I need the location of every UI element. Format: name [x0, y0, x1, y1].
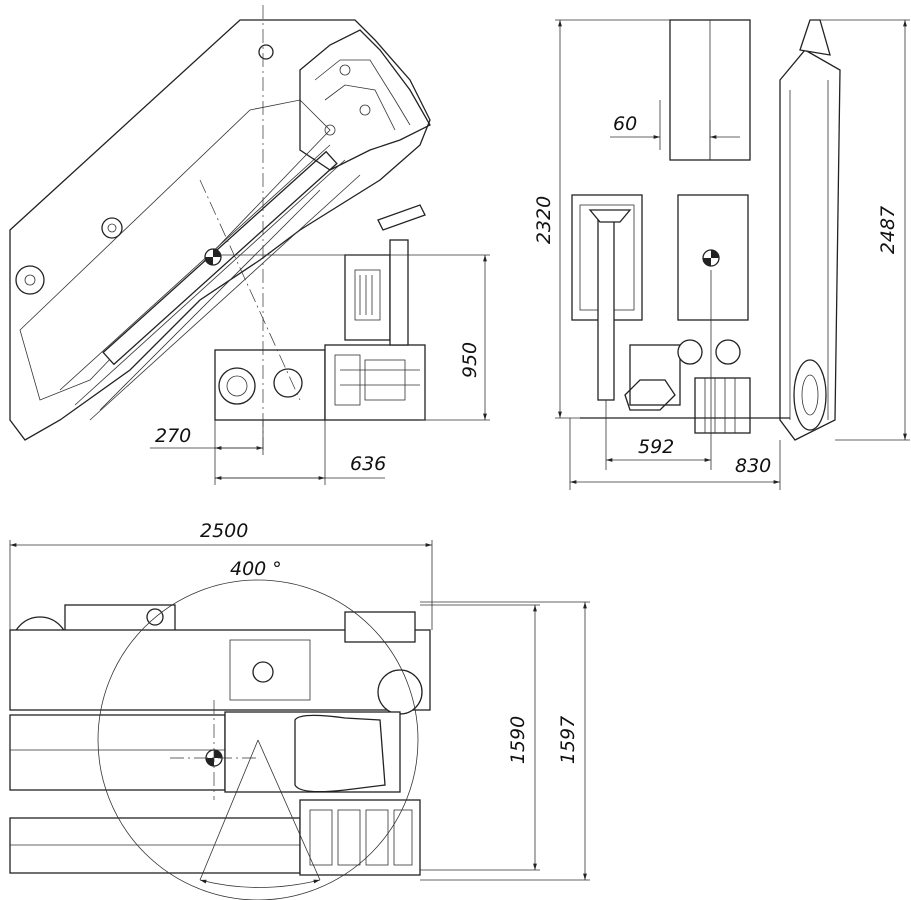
dim-top-length: 2500 [200, 520, 248, 542]
dim-top-slewing: 400 ° [230, 558, 282, 580]
dim-top-width-a: 1590 [507, 716, 529, 764]
dim-top-width-b: 1597 [557, 716, 579, 764]
front-view: 2320 2487 60 592 830 [533, 19, 910, 490]
top-view: 2500 400 ° 1590 1597 [9, 520, 590, 900]
side-view: 950 270 636 [9, 5, 490, 485]
dim-front-width-b: 830 [735, 455, 771, 477]
dim-side-offset-b: 636 [350, 453, 386, 475]
dim-front-boom-height: 2487 [877, 206, 899, 254]
dim-front-clearance: 60 [613, 113, 637, 135]
dim-front-width-a: 592 [638, 436, 674, 458]
dim-side-offset-a: 270 [155, 425, 191, 447]
dim-front-overall-height: 2320 [533, 196, 555, 244]
dim-side-height: 950 [459, 342, 481, 378]
